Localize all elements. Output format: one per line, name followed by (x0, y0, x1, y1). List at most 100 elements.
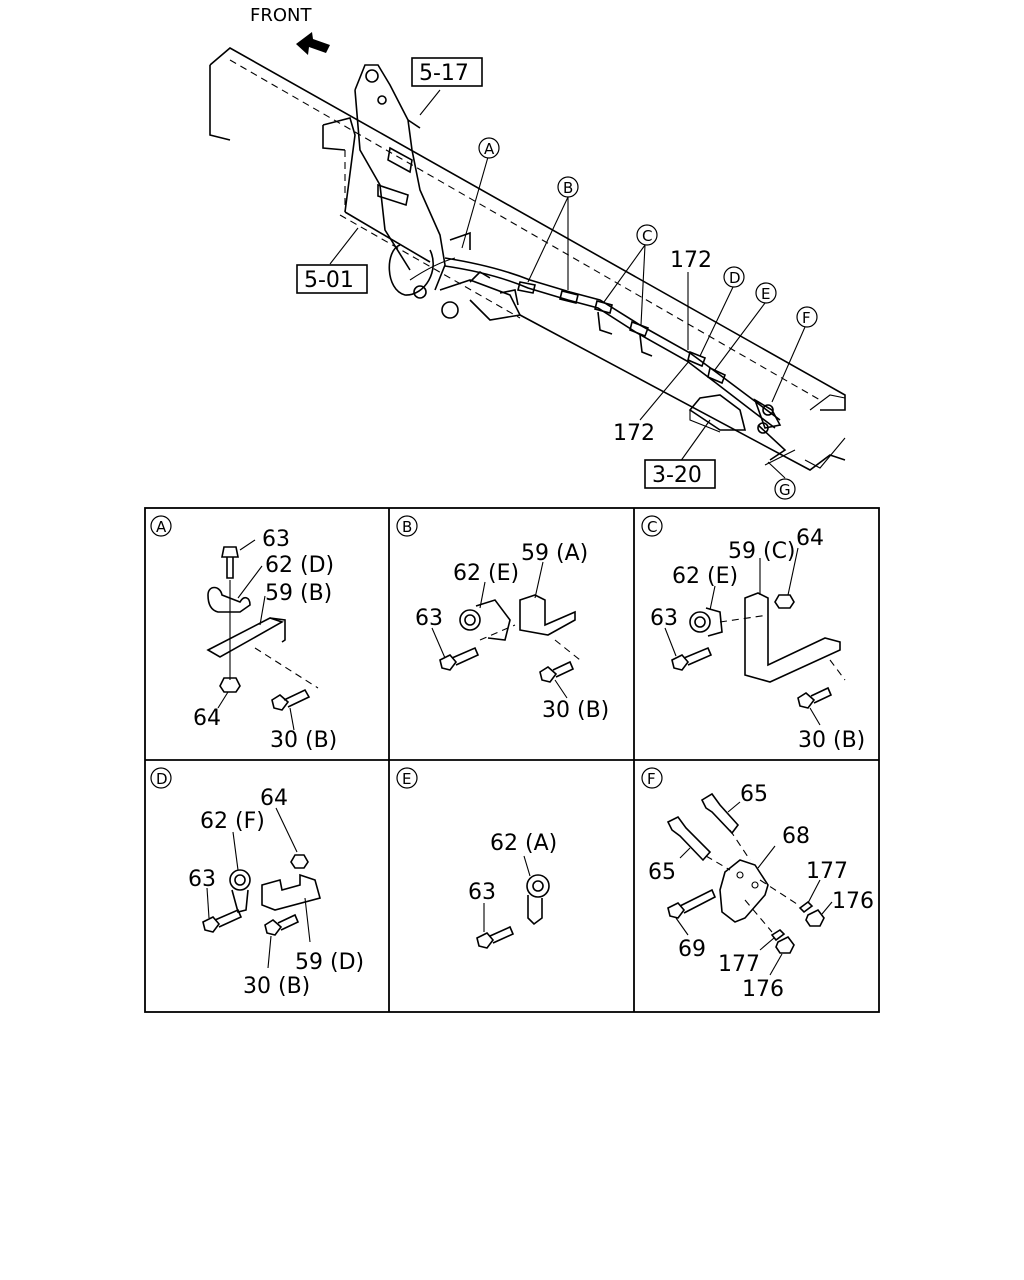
svg-text:30 (B): 30 (B) (243, 974, 310, 999)
svg-text:176: 176 (832, 889, 874, 914)
callout-e: E (755, 282, 777, 304)
clamp-62e (459, 599, 511, 641)
svg-text:69: 69 (678, 937, 706, 962)
leader-lines (329, 89, 806, 479)
bolt-63-e (476, 925, 515, 949)
svg-text:E: E (761, 285, 770, 303)
bracket-59c (744, 592, 841, 683)
svg-text:63: 63 (650, 606, 678, 631)
connector-65-lower (666, 815, 712, 862)
bolt-30b-c (797, 686, 833, 709)
svg-text:63: 63 (262, 527, 290, 552)
svg-text:177: 177 (806, 859, 848, 884)
bolt-69 (667, 888, 717, 919)
bolt-63-b (439, 646, 480, 671)
svg-text:30 (B): 30 (B) (798, 728, 865, 753)
panel-a: A 63 62 (D) 59 (B) 64 30 (B) (150, 515, 337, 753)
connector-65-upper (700, 792, 740, 835)
svg-text:62 (D): 62 (D) (265, 553, 334, 578)
callout-d: D (723, 266, 745, 288)
callout-a: A (478, 137, 500, 159)
svg-text:F: F (802, 309, 811, 327)
svg-text:C: C (642, 227, 652, 245)
frame-rail (209, 47, 846, 471)
svg-text:F: F (647, 770, 656, 788)
plate-59b (206, 617, 286, 658)
svg-text:176: 176 (742, 977, 784, 1002)
bolt-30b-b (539, 660, 575, 683)
clip-62f (229, 869, 251, 913)
brake-bracket-assembly (354, 64, 522, 321)
svg-text:63: 63 (468, 880, 496, 905)
nut-64 (219, 677, 241, 693)
bolt-63 (221, 546, 239, 579)
panel-e: E 62 (A) 63 (396, 767, 557, 949)
pin-177-upper (798, 900, 814, 914)
part-172-lower: 172 (613, 421, 655, 446)
svg-text:30 (B): 30 (B) (542, 698, 609, 723)
callout-f: F (796, 306, 818, 328)
svg-text:64: 64 (193, 706, 221, 731)
svg-text:B: B (563, 179, 573, 197)
panel-d: D 64 62 (F) 63 59 (D) 30 (B) (150, 767, 364, 999)
svg-text:68: 68 (782, 824, 810, 849)
callout-g: G (774, 478, 796, 500)
svg-text:5-01: 5-01 (304, 268, 354, 293)
svg-text:65: 65 (648, 860, 676, 885)
callout-c: C (636, 224, 658, 246)
bolt-63-c (671, 646, 713, 671)
svg-text:62 (F): 62 (F) (200, 809, 265, 834)
panel-f: F (641, 767, 874, 1002)
pin-177-lower (770, 928, 786, 942)
svg-text:64: 64 (260, 786, 288, 811)
front-arrow-icon (296, 32, 330, 55)
bracket-59a (519, 594, 576, 636)
bracket-68 (719, 859, 769, 923)
part-172-upper: 172 (670, 248, 712, 273)
svg-text:3-20: 3-20 (652, 463, 702, 488)
svg-text:C: C (647, 518, 657, 536)
svg-text:59 (B): 59 (B) (265, 581, 332, 606)
ref-box-5-17: 5-17 (411, 57, 483, 87)
svg-text:64: 64 (796, 526, 824, 551)
nut-64-d (290, 854, 309, 869)
svg-text:30 (B): 30 (B) (270, 728, 337, 753)
svg-text:B: B (402, 518, 412, 536)
svg-text:A: A (484, 140, 495, 158)
svg-text:E: E (402, 770, 411, 788)
bolt-30b (271, 688, 311, 711)
svg-text:65: 65 (740, 782, 768, 807)
nut-64-c (774, 594, 795, 609)
svg-text:59 (A): 59 (A) (521, 541, 588, 566)
clip-62d (207, 586, 251, 613)
brake-pipes (409, 257, 796, 466)
svg-text:63: 63 (188, 867, 216, 892)
svg-text:59 (C): 59 (C) (728, 539, 796, 564)
bolt-30b-d (264, 913, 300, 936)
front-label: FRONT (250, 5, 312, 26)
svg-text:D: D (729, 269, 741, 287)
clip-62a (526, 874, 550, 926)
callout-b: B (557, 176, 579, 198)
svg-text:62 (E): 62 (E) (453, 561, 519, 586)
svg-text:G: G (779, 481, 791, 499)
ref-box-3-20: 3-20 (644, 459, 716, 489)
panel-b: B 62 (E) 59 (A) 63 30 (B) (396, 515, 609, 723)
panel-c: C 59 (C) 64 62 (E) 63 30 (B) (641, 515, 865, 753)
svg-text:A: A (156, 518, 167, 536)
bolt-63-d (202, 908, 243, 933)
bracket-59d (261, 873, 321, 911)
svg-text:59 (D): 59 (D) (295, 950, 364, 975)
clamp-62e-c (689, 607, 723, 637)
ref-box-5-01: 5-01 (296, 264, 368, 294)
svg-text:5-17: 5-17 (419, 61, 469, 86)
nut-176-upper (805, 908, 825, 927)
svg-text:177: 177 (718, 952, 760, 977)
detail-grid (144, 507, 880, 1013)
svg-text:62 (A): 62 (A) (490, 831, 557, 856)
nut-176-lower (775, 935, 795, 954)
svg-text:D: D (156, 770, 168, 788)
svg-text:62 (E): 62 (E) (672, 564, 738, 589)
svg-text:63: 63 (415, 606, 443, 631)
